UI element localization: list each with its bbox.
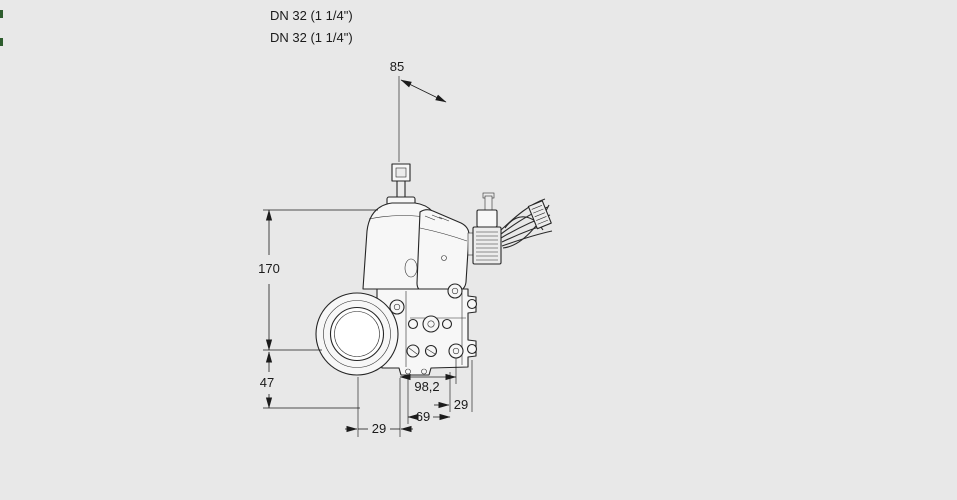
valve-drawing [315,163,553,376]
dim-label-85: 85 [390,59,404,74]
dim-label-29-bottom: 29 [372,421,386,436]
dim-label-98-2: 98,2 [414,379,439,394]
flange-port [315,292,399,376]
labels: DN 32 (1 1/4") DN 32 (1 1/4") 85 170 47 … [258,8,468,436]
dim-label-29-right: 29 [454,397,468,412]
dim-line-85 [400,79,447,103]
dim-label-47: 47 [260,375,274,390]
title-line-1: DN 32 (1 1/4") [270,8,353,23]
side-plate [416,209,470,292]
title-line-2: DN 32 (1 1/4") [270,30,353,45]
solenoid-plug [467,192,502,265]
bolt-details [389,283,478,375]
left-edge-marks [0,10,3,46]
cable-gland [527,200,552,230]
dim-label-69: 69 [416,409,430,424]
valve-top-cap [386,163,416,206]
dim-label-170: 170 [258,261,280,276]
dimension-lines [263,76,473,437]
